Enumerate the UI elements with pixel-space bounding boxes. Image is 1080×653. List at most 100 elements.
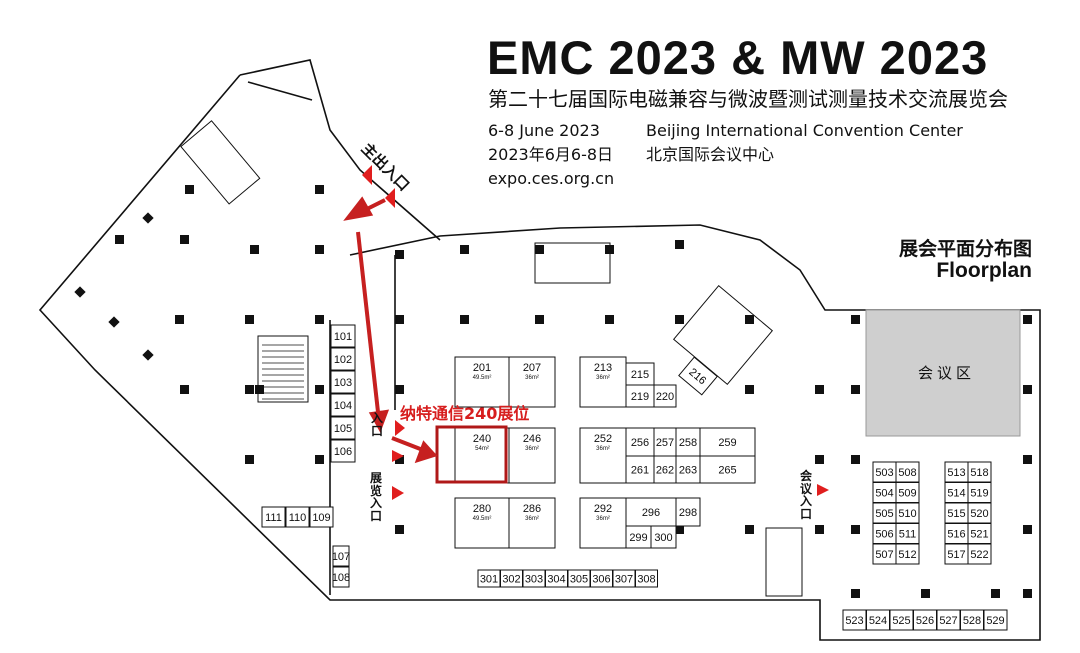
booth-503[interactable]: 503 [872,461,897,483]
booth-215[interactable]: 215 [625,362,655,386]
svg-text:514: 514 [947,488,965,500]
booth-514[interactable]: 514 [944,482,969,503]
svg-text:36m²: 36m² [525,446,539,452]
svg-text:262: 262 [656,465,674,477]
booth-527[interactable]: 527 [936,609,961,631]
page-title: EMC 2023 & MW 2023 [487,31,989,84]
svg-text:213: 213 [594,362,612,374]
svg-text:529: 529 [986,615,1004,627]
svg-text:296: 296 [642,507,660,519]
booth-110[interactable]: 110 [285,506,310,528]
booth-216[interactable]: 216 [678,356,718,396]
booth-518[interactable]: 518 [967,461,992,483]
booth-111[interactable]: 111 [261,506,286,528]
booth-262[interactable]: 262 [653,455,677,484]
booth-515[interactable]: 515 [944,502,969,524]
svg-text:286: 286 [523,503,541,515]
booth-522[interactable]: 522 [967,543,992,565]
booth-305[interactable]: 305 [567,569,591,588]
svg-text:219: 219 [631,391,649,403]
booth-303[interactable]: 303 [522,569,546,588]
event-website-link[interactable]: expo.ces.org.cn [488,169,615,188]
booth-259[interactable]: 259 [699,427,756,457]
booth-526[interactable]: 526 [913,609,937,631]
booth-505[interactable]: 505 [872,502,897,524]
booth-302[interactable]: 302 [500,569,523,588]
booth-509[interactable]: 509 [895,482,920,503]
booth-308[interactable]: 308 [635,569,658,588]
svg-text:519: 519 [970,488,988,500]
booth-304[interactable]: 304 [545,569,568,588]
booth-240-highlight[interactable] [435,425,508,484]
booth-105[interactable]: 105 [330,416,356,440]
booth-506[interactable]: 506 [872,523,897,544]
booth-529[interactable]: 529 [983,609,1008,631]
booth-106[interactable]: 106 [330,439,356,463]
svg-text:259: 259 [718,437,736,449]
booth-307[interactable]: 307 [612,569,636,588]
booth-521[interactable]: 521 [967,523,992,544]
svg-text:280: 280 [473,503,491,515]
booth-517[interactable]: 517 [944,543,969,565]
booth-512[interactable]: 512 [895,543,920,565]
booth-101[interactable]: 101 [330,324,356,348]
svg-text:506: 506 [875,529,893,541]
svg-text:524: 524 [869,615,887,627]
booth-104[interactable]: 104 [330,393,356,417]
svg-text:36m²: 36m² [596,446,610,452]
booth-516[interactable]: 516 [944,523,969,544]
booth-504[interactable]: 504 [872,482,897,503]
booth-513[interactable]: 513 [944,461,969,483]
svg-text:36m²: 36m² [525,516,539,522]
booth-299[interactable]: 299 [625,525,652,549]
booth-298[interactable]: 298 [675,497,701,527]
booth-523[interactable]: 523 [842,609,867,631]
booth-507[interactable]: 507 [872,543,897,565]
booth-520[interactable]: 520 [967,502,992,524]
svg-text:513: 513 [947,467,965,479]
booth-265[interactable]: 265 [699,455,756,484]
svg-text:261: 261 [631,465,649,477]
event-date-en: 6-8 June 2023 [488,121,600,140]
booth-261[interactable]: 261 [625,455,655,484]
svg-text:305: 305 [570,574,588,586]
booth-296[interactable]: 296 [625,497,677,527]
svg-text:505: 505 [875,508,893,520]
svg-text:107: 107 [332,551,350,563]
booth-109[interactable]: 109 [309,506,334,528]
booth-300[interactable]: 300 [650,525,677,549]
booth-525[interactable]: 525 [889,609,914,631]
booth-257[interactable]: 257 [653,427,677,457]
svg-text:503: 503 [875,467,893,479]
booth-510[interactable]: 510 [895,502,920,524]
booth-103[interactable]: 103 [330,370,356,394]
booth-301[interactable]: 301 [477,569,501,588]
svg-text:509: 509 [898,488,916,500]
booth-220[interactable]: 220 [653,384,677,408]
booth-508[interactable]: 508 [895,461,920,483]
booth-528[interactable]: 528 [960,609,984,631]
booth-306[interactable]: 306 [590,569,613,588]
booth-107[interactable]: 107 [332,545,350,567]
booth-102[interactable]: 102 [330,347,356,371]
booth-258[interactable]: 258 [675,427,701,457]
booth-256[interactable]: 256 [625,427,655,457]
svg-text:207: 207 [523,362,541,374]
booth-219[interactable]: 219 [625,384,655,408]
booth-511[interactable]: 511 [895,523,920,544]
booth-263[interactable]: 263 [675,455,701,484]
svg-text:240: 240 [473,433,491,445]
booth-519[interactable]: 519 [967,482,992,503]
booth-108[interactable]: 108 [332,566,350,588]
venue-en: Beijing International Convention Center [646,121,963,140]
booth-524[interactable]: 524 [866,609,890,631]
